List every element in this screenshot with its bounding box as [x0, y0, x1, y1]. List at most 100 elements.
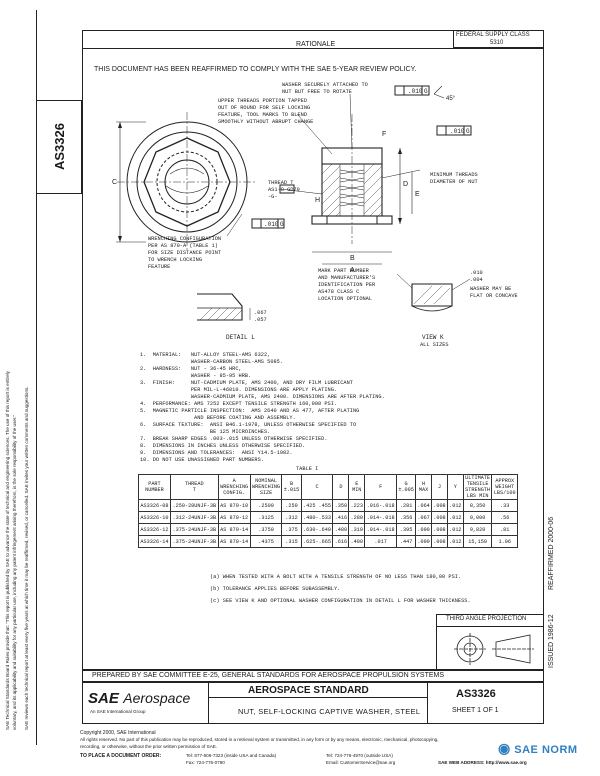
title-block: [82, 682, 544, 724]
table-cell: .012: [446, 499, 464, 512]
note-line: AND BEFORE COATING AND ASSEMBLY.: [140, 415, 296, 421]
sae-norm-watermark: ◉ SAE NORM: [498, 740, 578, 757]
standard-type: AEROSPACE STANDARD: [248, 685, 369, 696]
sae-logo: SAE Aerospace: [88, 690, 190, 708]
sae-web-address[interactable]: SAE WEB ADDRESS: http://www.sae.org: [438, 760, 527, 765]
table-cell: .616: [332, 535, 350, 548]
table-cell: 1.06: [491, 535, 518, 548]
table-cell: AS 870-12: [217, 511, 251, 524]
standard-number: AS3326: [456, 688, 496, 700]
table-cell: .480-.533: [300, 511, 334, 524]
table-cell: .56: [491, 511, 518, 524]
prepared-by: PREPARED BY SAE COMMITTEE E-25, GENERAL …: [92, 672, 445, 679]
logo-sae: SAE: [88, 690, 119, 707]
copyright-line-3: recording, or otherwise, without the pri…: [80, 744, 218, 749]
table-cell: .250: [281, 499, 302, 512]
table-cell: AS 870-10: [217, 499, 251, 512]
table-cell: .480: [332, 523, 350, 536]
copyright-line-2: All rights reserved. No part of this pub…: [80, 737, 439, 742]
table-cell: .315: [281, 535, 302, 548]
table-cell: AS3326-08: [138, 499, 171, 512]
table-cell: 9,000: [462, 511, 493, 524]
table-header-cell: ULTIMATE TENSILE STRENGTH LBS MIN: [462, 474, 493, 500]
title-block-div-3: [208, 697, 427, 698]
reaffirm-statement: THIS DOCUMENT HAS BEEN REAFFIRMED TO COM…: [94, 66, 417, 73]
notes-block: 1. MATERIAL: NUT-ALLOY STEEL-AMS 6322, W…: [140, 352, 520, 464]
table-cell: .090: [415, 523, 433, 536]
table-header-cell: J: [431, 474, 448, 500]
table-cell: .356: [396, 511, 417, 524]
table-cell: .008: [431, 499, 448, 512]
side-number-box: [36, 100, 82, 194]
copyright-line-1: Copyright 2000, SAE International: [80, 730, 156, 736]
table-cell: .017: [364, 535, 398, 548]
title-block-div-2: [427, 682, 428, 724]
table-cell: .425 .455: [300, 499, 334, 512]
detail-l-label: DETAIL L: [226, 334, 255, 341]
table-cell: .447: [396, 535, 417, 548]
note-line: 7. BREAK SHARP EDGES .003-.015 UNLESS OT…: [140, 436, 328, 442]
table-header-cell: PART NUMBER: [138, 474, 171, 500]
table-header-cell: G ±.005: [396, 474, 417, 500]
dim-010: .010 .004: [470, 270, 483, 283]
table-cell: .012: [446, 535, 464, 548]
callout-thread: THREAD T AS1-8-GD79 -G-: [268, 180, 300, 200]
title-block-div-1: [208, 682, 209, 724]
logo-tagline: An SAE International Group: [90, 709, 146, 714]
callout-wrenching: WRENCHING CONFIGURATION PER AS 870-A (TA…: [148, 236, 222, 270]
side-disclaimer-1: SAE Technical Standards Board Rules prov…: [5, 371, 10, 730]
table-header-cell: B ±.015: [281, 474, 302, 500]
datum-ref-2: G: [466, 128, 470, 135]
order-tel-1: Tel: 877-606-7323 (inside USA and Canada…: [186, 753, 277, 758]
side-disclaimer-3: SAE reviews each technical report at lea…: [24, 386, 29, 730]
table-cell: .012: [446, 523, 464, 536]
issued-label: ISSUED 1986-12: [548, 614, 555, 668]
note-line: 10. DO NOT USE UNASSIGNED PART NUMBERS.: [140, 457, 264, 463]
table-header-cell: A WRENCHING CONFIG.: [217, 474, 251, 500]
angle-label: 45°: [446, 96, 456, 102]
dim-label-e: E: [415, 191, 420, 198]
table-cell: .81: [491, 523, 518, 536]
table-header-cell: Y: [446, 474, 464, 500]
order-fax: Fax: 724-776-0790: [186, 760, 225, 765]
table-cell: .375-24UNJF-3B: [169, 535, 219, 548]
table-cell: .280: [348, 511, 366, 524]
side-doc-number: AS3326: [52, 123, 67, 170]
table-cell: .312-24UNJF-3B: [169, 511, 219, 524]
table-cell: .008: [431, 535, 448, 548]
watermark-icon: ◉: [498, 740, 511, 756]
note-line: 1. MATERIAL: NUT-ALLOY STEEL-AMS 6322,: [140, 352, 271, 358]
nut-drawing: C D E F B A H .010 G .010 G .010 G 45°: [112, 85, 472, 321]
callout-marking: MARK PART NUMBER AND MANUFACTURER'S IDEN…: [318, 268, 376, 302]
table-cell: AS 870-14: [217, 535, 251, 548]
table-cell: .014-.018: [364, 511, 398, 524]
table-cell: .3125: [249, 511, 283, 524]
order-label: TO PLACE A DOCUMENT ORDER:: [80, 753, 162, 759]
table-cell: .630-.640: [300, 523, 334, 536]
callout-washer: WASHER SECURELY ATTACHED TO NUT BUT FREE…: [282, 82, 368, 95]
datum-ref-3: G: [280, 221, 284, 228]
callout-minor-dia: MINIMUM THREADS DIAMETER OF NUT: [430, 172, 478, 185]
note-line: WASHER - 85-95 HRB.: [140, 373, 252, 379]
table-cell: .2500: [249, 499, 283, 512]
table-cell: .008: [431, 523, 448, 536]
table-footnote-a: (a) WHEN TESTED WITH A BOLT WITH A TENSI…: [210, 574, 462, 580]
table-cell: .012: [446, 511, 464, 524]
table-cell: .008: [431, 511, 448, 524]
table-cell: .3750: [249, 523, 283, 536]
note-line: WASHER-CADMIUM PLATE, AMS 2400. DIMENSIO…: [140, 394, 385, 400]
dim-label-b: B: [350, 255, 355, 262]
projection-label: THIRD ANGLE PROJECTION: [446, 616, 527, 622]
table-cell: 9,820: [462, 523, 493, 536]
table-cell: .375-24UNJF-3B: [169, 523, 219, 536]
note-line: 6. SURFACE TEXTURE: ANSI B46.1-1978, UNL…: [140, 422, 357, 428]
projection-symbol: [454, 633, 534, 665]
table-header-cell: E MIN: [348, 474, 366, 500]
projection-divider: [436, 626, 544, 627]
note-line: 4. PERFORMANCE: AMS 7252 EXCEPT TENSILE …: [140, 401, 338, 407]
sheet-number: SHEET 1 OF 1: [452, 707, 499, 714]
note-line: 8. DIMENSIONS IN INCHES UNLESS OTHERWISE…: [140, 443, 306, 449]
datum-ref-1: G: [424, 88, 428, 95]
